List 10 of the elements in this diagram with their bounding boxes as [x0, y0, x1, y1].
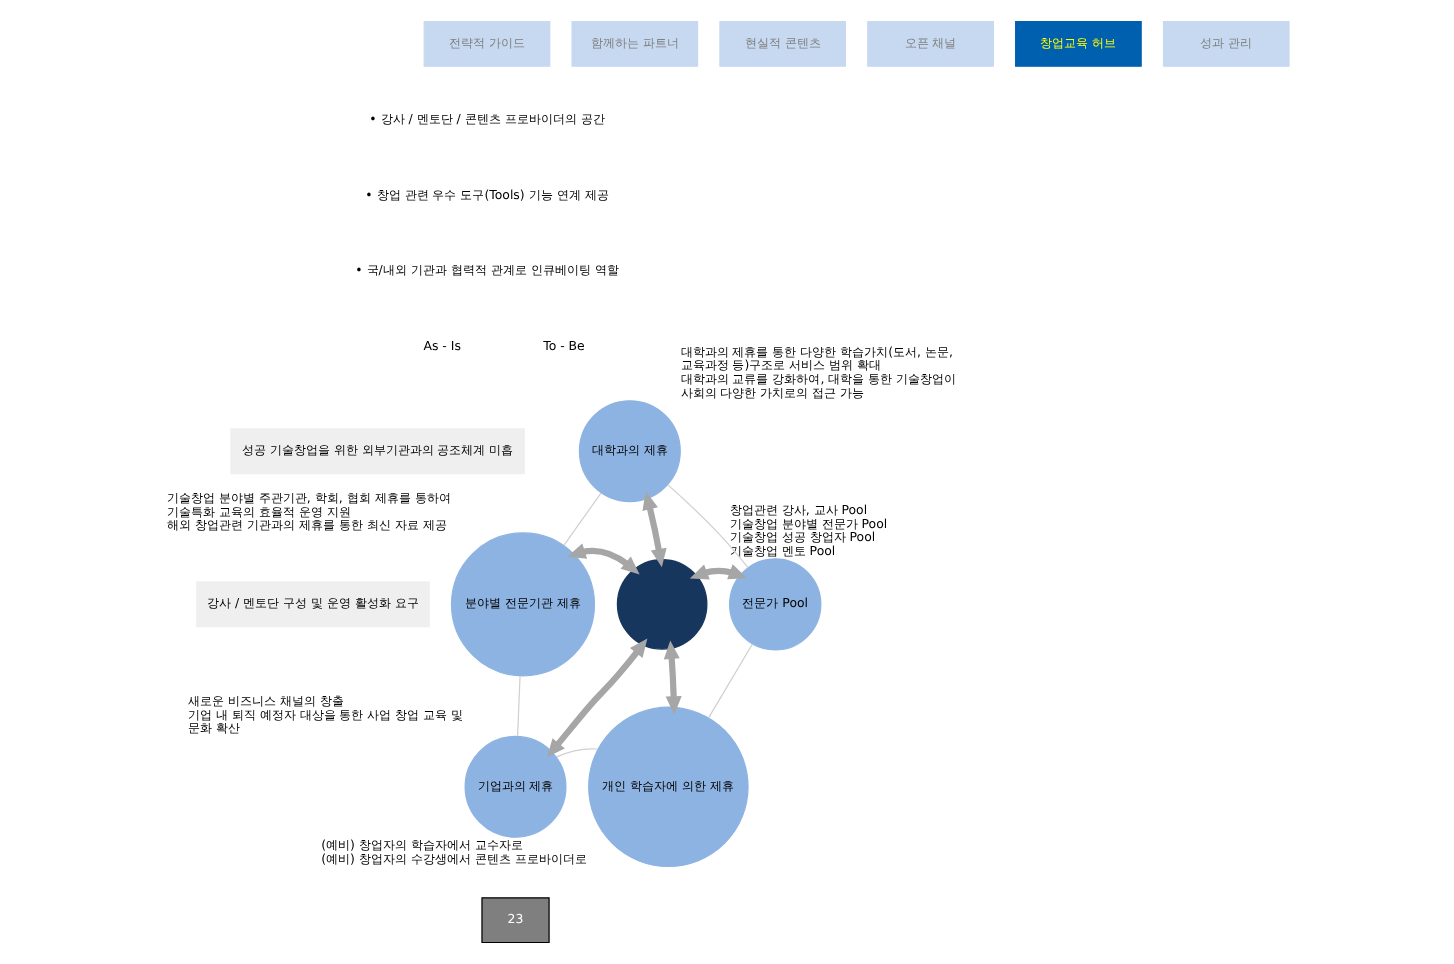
- arrow: [688, 564, 747, 580]
- arrow: [641, 491, 666, 568]
- arrow: [545, 638, 647, 758]
- connector: [555, 748, 598, 758]
- arrow: [662, 640, 681, 715]
- connector: [515, 675, 520, 737]
- connector: [562, 492, 601, 546]
- connector: [707, 643, 752, 719]
- connector: [666, 484, 748, 569]
- arrow: [566, 543, 639, 575]
